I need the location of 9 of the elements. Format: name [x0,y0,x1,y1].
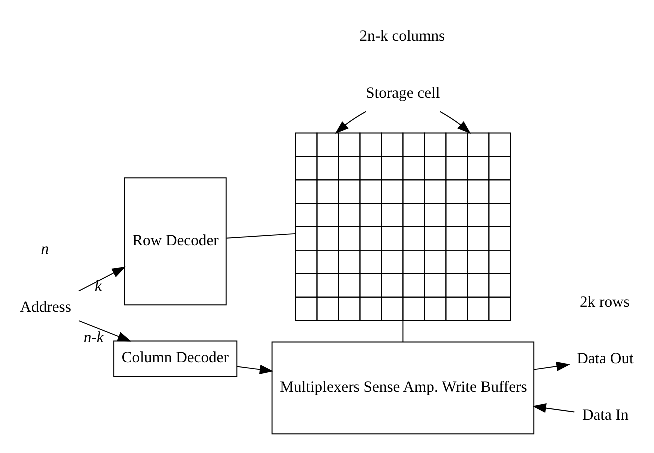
edge-label: k [95,277,102,294]
node-text: Data Out [577,350,634,368]
label: n [41,240,50,258]
edge-label: n-k [84,329,104,346]
label: 2k rows [580,293,630,310]
node-text: Address [20,298,72,316]
node-text: Storage cell [366,84,440,102]
node-text: Data In [582,406,629,424]
label: 2n-k columns [360,28,446,45]
